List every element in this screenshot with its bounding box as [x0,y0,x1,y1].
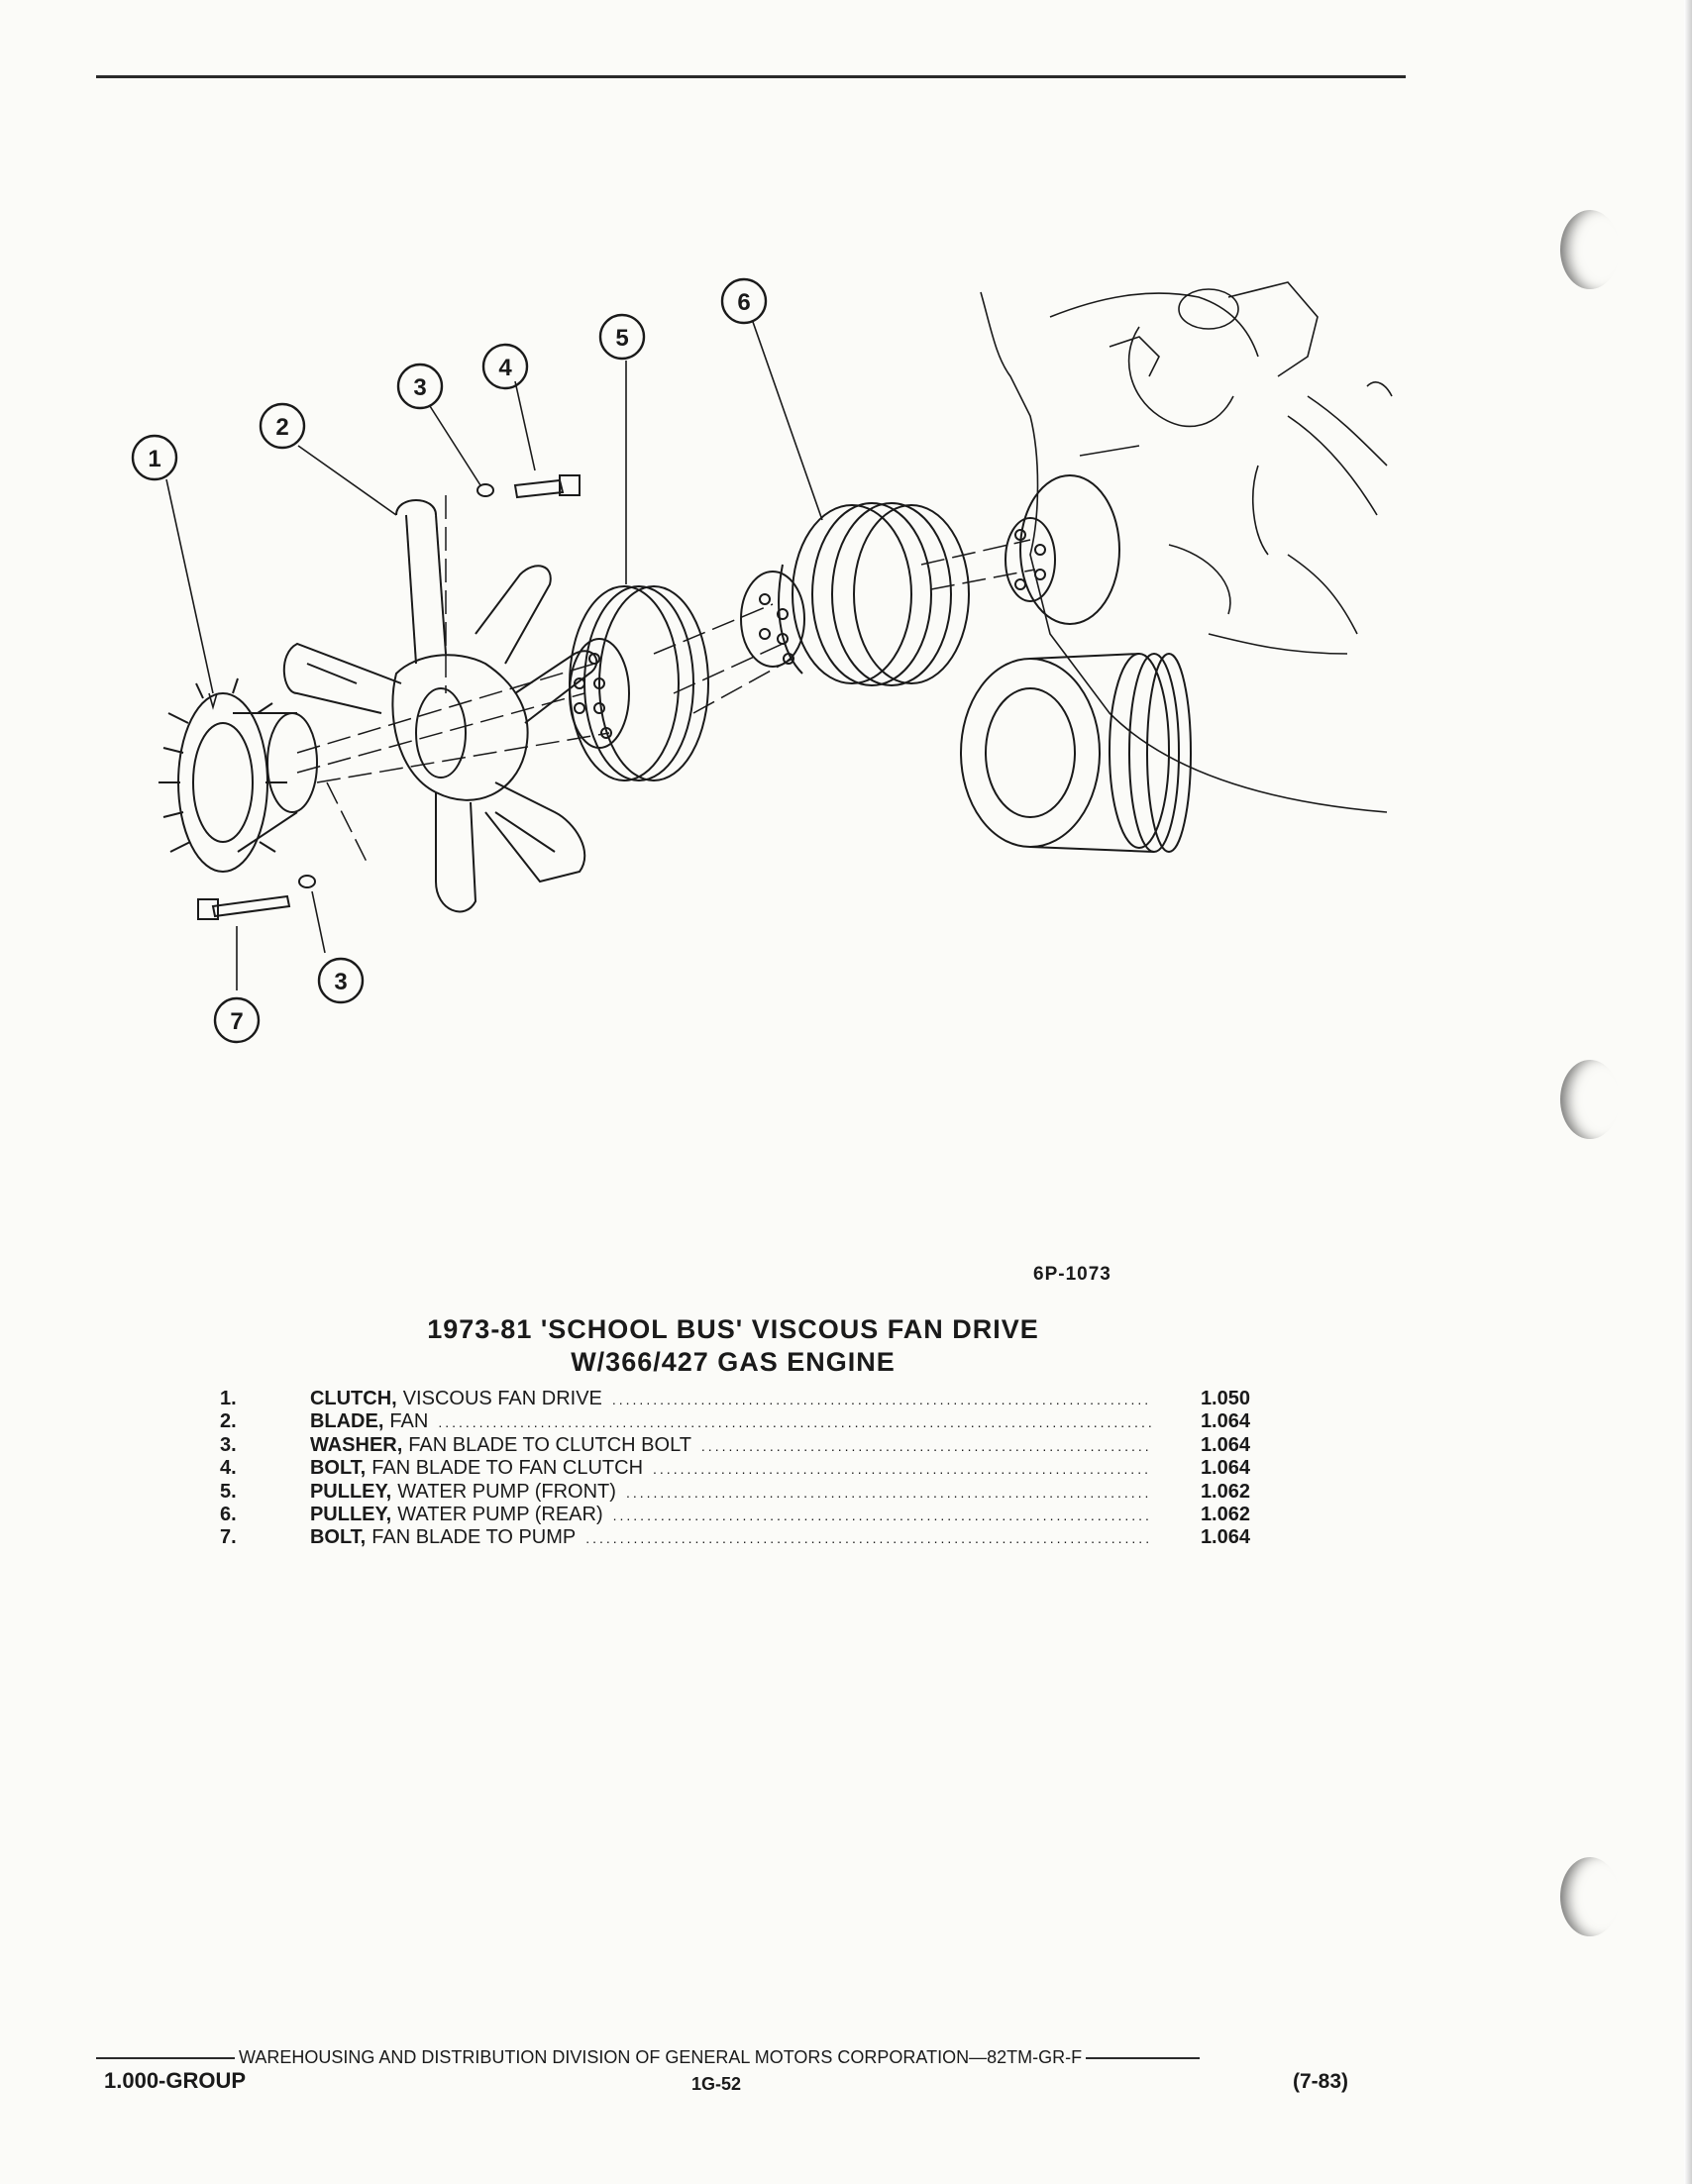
part-group-ref: 1.064 [1200,1457,1250,1480]
part-row: 3. WASHER,FAN BLADE TO CLUTCH BOLT 1.064 [220,1434,1250,1457]
part-number: 2. [220,1410,237,1433]
front-pulley-drawing [569,585,709,781]
part-group-ref: 1.062 [1200,1503,1250,1525]
part-number: 1. [220,1388,237,1409]
leader-dots [438,1411,1151,1434]
callout-label: 7 [230,1008,243,1035]
part-group-ref: 1.064 [1200,1410,1250,1433]
part-group-ref: 1.050 [1200,1388,1250,1409]
part-description: BOLT,FAN BLADE TO PUMP [310,1526,1192,1550]
part-row: 6. PULLEY,WATER PUMP (REAR) 1.062 [220,1504,1250,1526]
callout-leaders [165,321,823,990]
part-detail: WATER PUMP (REAR) [397,1503,603,1525]
part-group-ref: 1.064 [1200,1433,1250,1456]
leader-dots [613,1505,1152,1527]
part-description: PULLEY,WATER PUMP (REAR) [310,1504,1192,1527]
water-pump-hub-drawing [1005,474,1120,625]
callout-label: 1 [148,446,160,472]
part-description: WASHER,FAN BLADE TO CLUTCH BOLT [310,1434,1192,1458]
part-name: WASHER, [309,1433,403,1456]
part-name: PULLEY, [309,1503,392,1525]
fan-blade-drawing [282,499,598,913]
part-name: BOLT, [309,1526,367,1549]
part-number: 6. [220,1503,237,1525]
footer-division-text: WAREHOUSING AND DISTRIBUTION DIVISION OF… [239,2047,1083,2067]
part-detail: VISCOUS FAN DRIVE [402,1388,602,1409]
part-row: 2. BLADE,FAN 1.064 [220,1410,1250,1433]
part-detail: FAN BLADE TO PUMP [371,1526,577,1549]
footer-revision-date: (7-83) [1293,2070,1349,2093]
crankshaft-pulley-drawing [960,653,1192,853]
part-name: PULLEY, [309,1480,392,1503]
leader-dots [612,1389,1152,1411]
engine-block-drawing [980,281,1393,813]
binder-hole-bottom [1560,1857,1620,1936]
top-rule [96,75,1406,78]
page-title: 1973-81 'SCHOOL BUS' VISCOUS FAN DRIVE [427,1314,1039,1344]
leader-dots [585,1527,1151,1550]
part-description: CLUTCH,VISCOUS FAN DRIVE [310,1388,1192,1411]
alignment-lines [296,495,1036,863]
part-name: BLADE, [309,1410,384,1433]
leader-dots [653,1458,1152,1481]
part-detail: WATER PUMP (FRONT) [397,1480,616,1503]
callout-label: 3 [334,969,347,995]
callout-label: 4 [498,355,512,381]
part-description: BOLT,FAN BLADE TO FAN CLUTCH [310,1457,1192,1481]
part-number: 7. [220,1526,237,1549]
footer-division-line: WAREHOUSING AND DISTRIBUTION DIVISION OF… [0,2047,1692,2068]
part-detail: FAN BLADE TO CLUTCH BOLT [408,1433,691,1456]
exploded-fan-drive-diagram: 1 2 3 4 5 6 3 7 [131,277,1393,1044]
footer-rule-left [96,2056,235,2059]
part-description: BLADE,FAN [310,1410,1192,1434]
callout-label: 2 [275,414,288,441]
leader-dots [626,1482,1152,1505]
callout-label: 6 [737,289,750,316]
part-number: 5. [220,1480,237,1503]
part-row: 5. PULLEY,WATER PUMP (FRONT) 1.062 [220,1481,1250,1504]
footer-group-label: 1.000-GROUP [104,2068,247,2093]
callout-labels: 1 2 3 4 5 6 3 7 [148,289,750,1035]
part-row: 1. CLUTCH,VISCOUS FAN DRIVE 1.050 [220,1388,1250,1410]
rear-pulley-drawing [740,502,970,686]
part-row: 4. BOLT,FAN BLADE TO FAN CLUTCH 1.064 [220,1457,1250,1480]
parts-list: 1. CLUTCH,VISCOUS FAN DRIVE 1.050 2. BLA… [220,1388,1250,1550]
part-number: 3. [220,1433,237,1456]
bolt-washer-drawings [197,474,581,920]
callout-label: 5 [615,325,628,352]
part-row: 7. BOLT,FAN BLADE TO PUMP 1.064 [220,1526,1250,1549]
viscous-clutch-drawing [159,677,318,873]
callout-label: 3 [413,374,426,401]
part-name: CLUTCH, [309,1388,397,1409]
part-number: 4. [220,1457,237,1480]
leader-dots [701,1435,1152,1458]
footer-page-number: 1G-52 [691,2074,742,2094]
page-subtitle: W/366/427 GAS ENGINE [571,1347,896,1377]
figure-code: 6P-1073 [1033,1264,1111,1285]
part-name: BOLT, [309,1457,367,1480]
part-description: PULLEY,WATER PUMP (FRONT) [310,1481,1192,1505]
part-group-ref: 1.064 [1200,1526,1250,1549]
part-detail: FAN BLADE TO FAN CLUTCH [371,1457,644,1480]
footer-rule-right [1086,2056,1201,2059]
callout-circles [131,277,768,1044]
part-detail: FAN [389,1410,429,1433]
part-group-ref: 1.062 [1200,1480,1250,1503]
page-edge-shadow [1684,0,1692,2184]
